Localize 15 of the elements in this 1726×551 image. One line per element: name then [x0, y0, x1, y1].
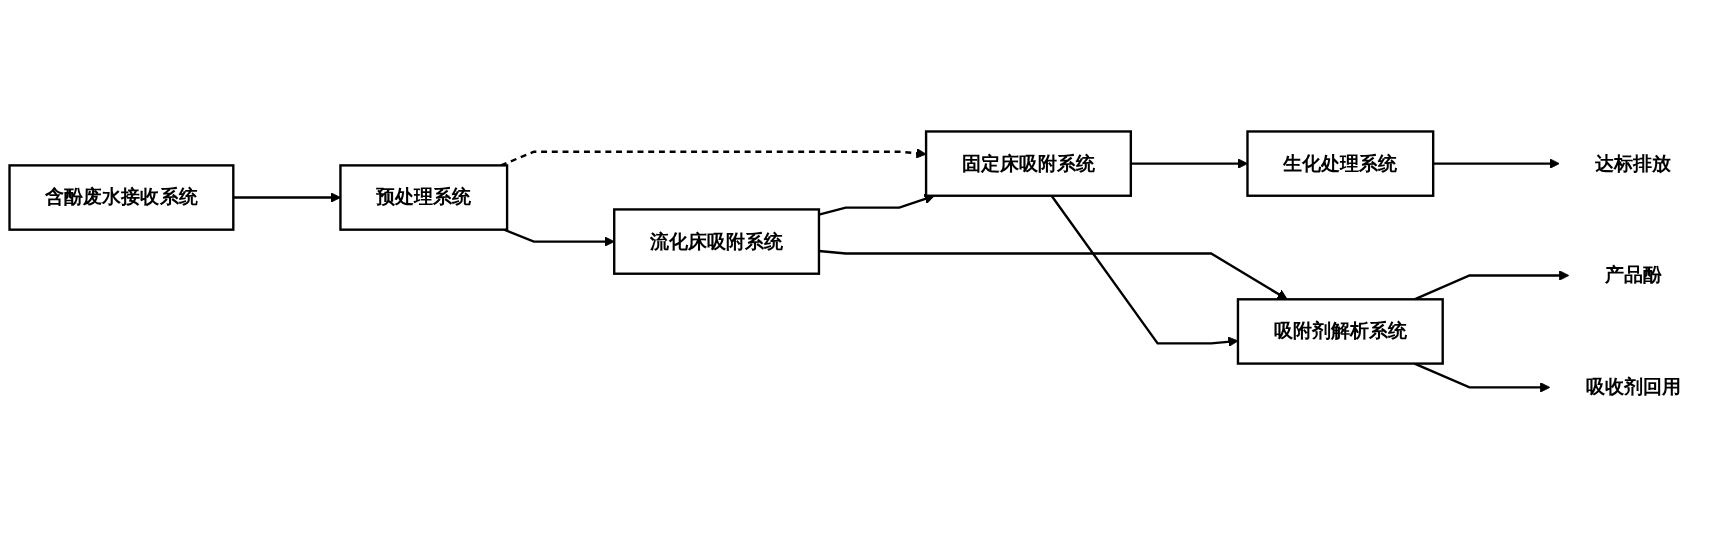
node-box: 吸附剂解析系统	[1236, 298, 1444, 365]
node-box: 流化床吸附系统	[613, 208, 821, 275]
node-box: 固定床吸附系统	[924, 130, 1132, 197]
arrow	[503, 228, 615, 247]
arrow	[233, 192, 341, 203]
node-box: 生化处理系统	[1246, 130, 1435, 197]
node-text: 达标排放	[1595, 151, 1672, 175]
node-box: 含酚废水接收系统	[8, 164, 235, 231]
arrow	[1433, 158, 1560, 169]
node-text: 吸收剂回用	[1585, 375, 1681, 399]
node-text: 产品酚	[1604, 263, 1662, 287]
arrow	[500, 148, 927, 167]
node-box: 预处理系统	[339, 164, 509, 231]
arrow	[1130, 158, 1248, 169]
arrow	[818, 249, 1288, 300]
